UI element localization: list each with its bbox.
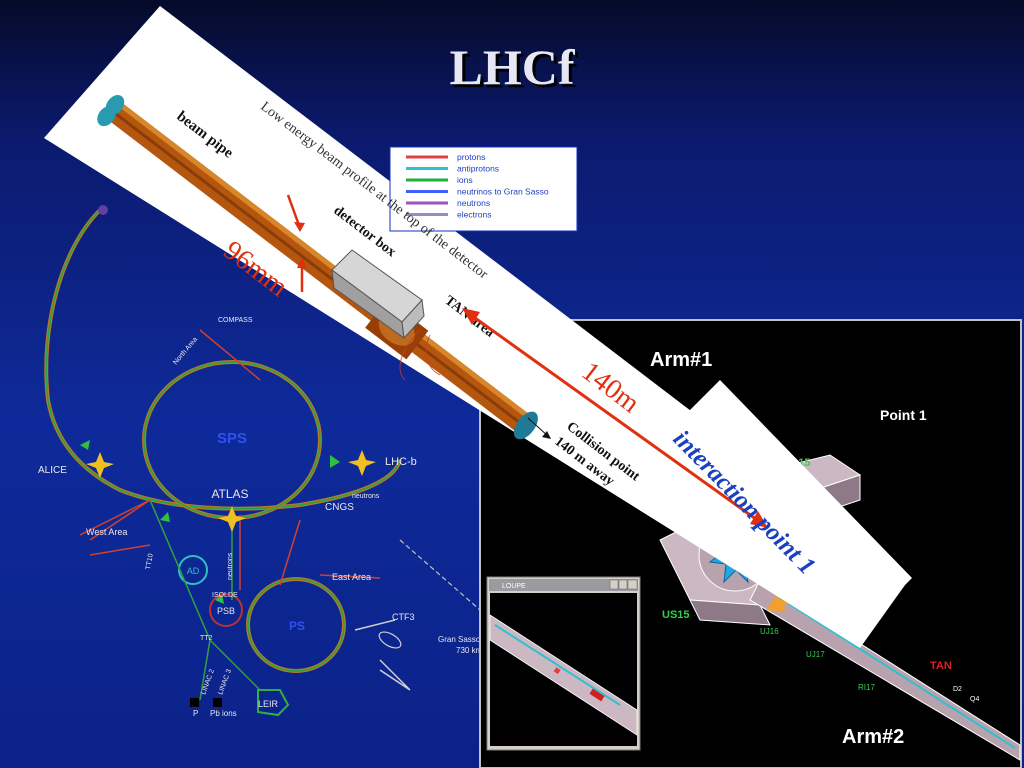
- pb-ions-label: Pb ions: [210, 709, 237, 718]
- tt10-label: TT10: [145, 553, 155, 570]
- east-area-label: East Area: [332, 572, 371, 582]
- isolde-label: ISOLDE: [212, 592, 238, 599]
- linac3-label: LINAC 3: [217, 668, 233, 695]
- cngs-label: CNGS: [325, 502, 354, 513]
- loupe-minimize-button[interactable]: [609, 579, 619, 590]
- uj16-label: UJ16: [760, 627, 779, 636]
- p-source-icon: [190, 698, 199, 707]
- compass-label: COMPASS: [218, 317, 253, 324]
- cms-marker-icon: [98, 205, 108, 215]
- pb-source-icon: [213, 698, 222, 707]
- sps-label: SPS: [217, 430, 247, 447]
- leir-ring: [257, 689, 290, 717]
- d2-label: D2: [953, 686, 962, 693]
- ctf3-label: CTF3: [392, 612, 415, 622]
- legend-label-4: neutrons: [457, 198, 490, 208]
- tan-label: TAN: [930, 660, 952, 672]
- loupe-close-button[interactable]: [627, 579, 638, 590]
- neutrons-label: neutrons: [227, 552, 234, 580]
- loupe-title: LOUPE: [502, 583, 526, 590]
- west-area-label: West Area: [86, 527, 127, 537]
- point1-label: Point 1: [880, 407, 927, 423]
- p-label: P: [193, 709, 198, 718]
- loupe-maximize-button[interactable]: [618, 579, 628, 590]
- uj17-label: UJ17: [806, 650, 825, 659]
- distance-arrow: [474, 316, 761, 524]
- leir-label: LEIR: [258, 699, 279, 709]
- atlas-marker-icon: [218, 506, 246, 532]
- accelerator-complex-map: SPS ATLAS ALICE LHC-b CNGS West Area Eas…: [38, 205, 483, 718]
- ri17-label: RI17: [858, 683, 875, 692]
- tunnel-right: [749, 579, 1021, 761]
- slide-title: LHCf: [449, 39, 575, 95]
- lhcb-marker-icon: [348, 450, 376, 476]
- ad-label: AD: [187, 566, 200, 576]
- detector-box-graphic: [331, 249, 425, 340]
- lhcb-label: LHC-b: [385, 456, 417, 468]
- q4-label: Q4: [970, 696, 979, 703]
- us15-label: US15: [662, 609, 690, 621]
- gran-sasso-label: Gran Sasso: [438, 635, 481, 644]
- alice-label: ALICE: [38, 465, 67, 476]
- loupe-window: LOUPE: [486, 576, 641, 751]
- ad-ring: [178, 555, 208, 585]
- legend-label-0: protons: [457, 152, 485, 162]
- psb-label: PSB: [217, 606, 235, 616]
- legend-label-3: neutrinos to Gran Sasso: [457, 187, 549, 197]
- north-area-label: North Area: [172, 336, 199, 366]
- alice-marker-icon: [86, 452, 114, 478]
- legend-label-5: electrons: [457, 210, 492, 220]
- neutrinos-label: neutrons: [352, 493, 380, 500]
- gran-sasso-distance-label: 730 km: [456, 646, 483, 655]
- legend-label-1: antiprotons: [457, 164, 499, 174]
- arm1-label: Arm#1: [650, 349, 712, 371]
- psb-ring: [209, 593, 243, 627]
- particle-legend: [389, 146, 578, 232]
- atlas-label: ATLAS: [211, 487, 248, 501]
- tt2-label: TT2: [200, 635, 213, 642]
- ctf3-line: [354, 619, 411, 691]
- arm2-label: Arm#2: [842, 726, 904, 748]
- ps-label: PS: [289, 619, 305, 633]
- legend-label-2: ions: [457, 175, 473, 185]
